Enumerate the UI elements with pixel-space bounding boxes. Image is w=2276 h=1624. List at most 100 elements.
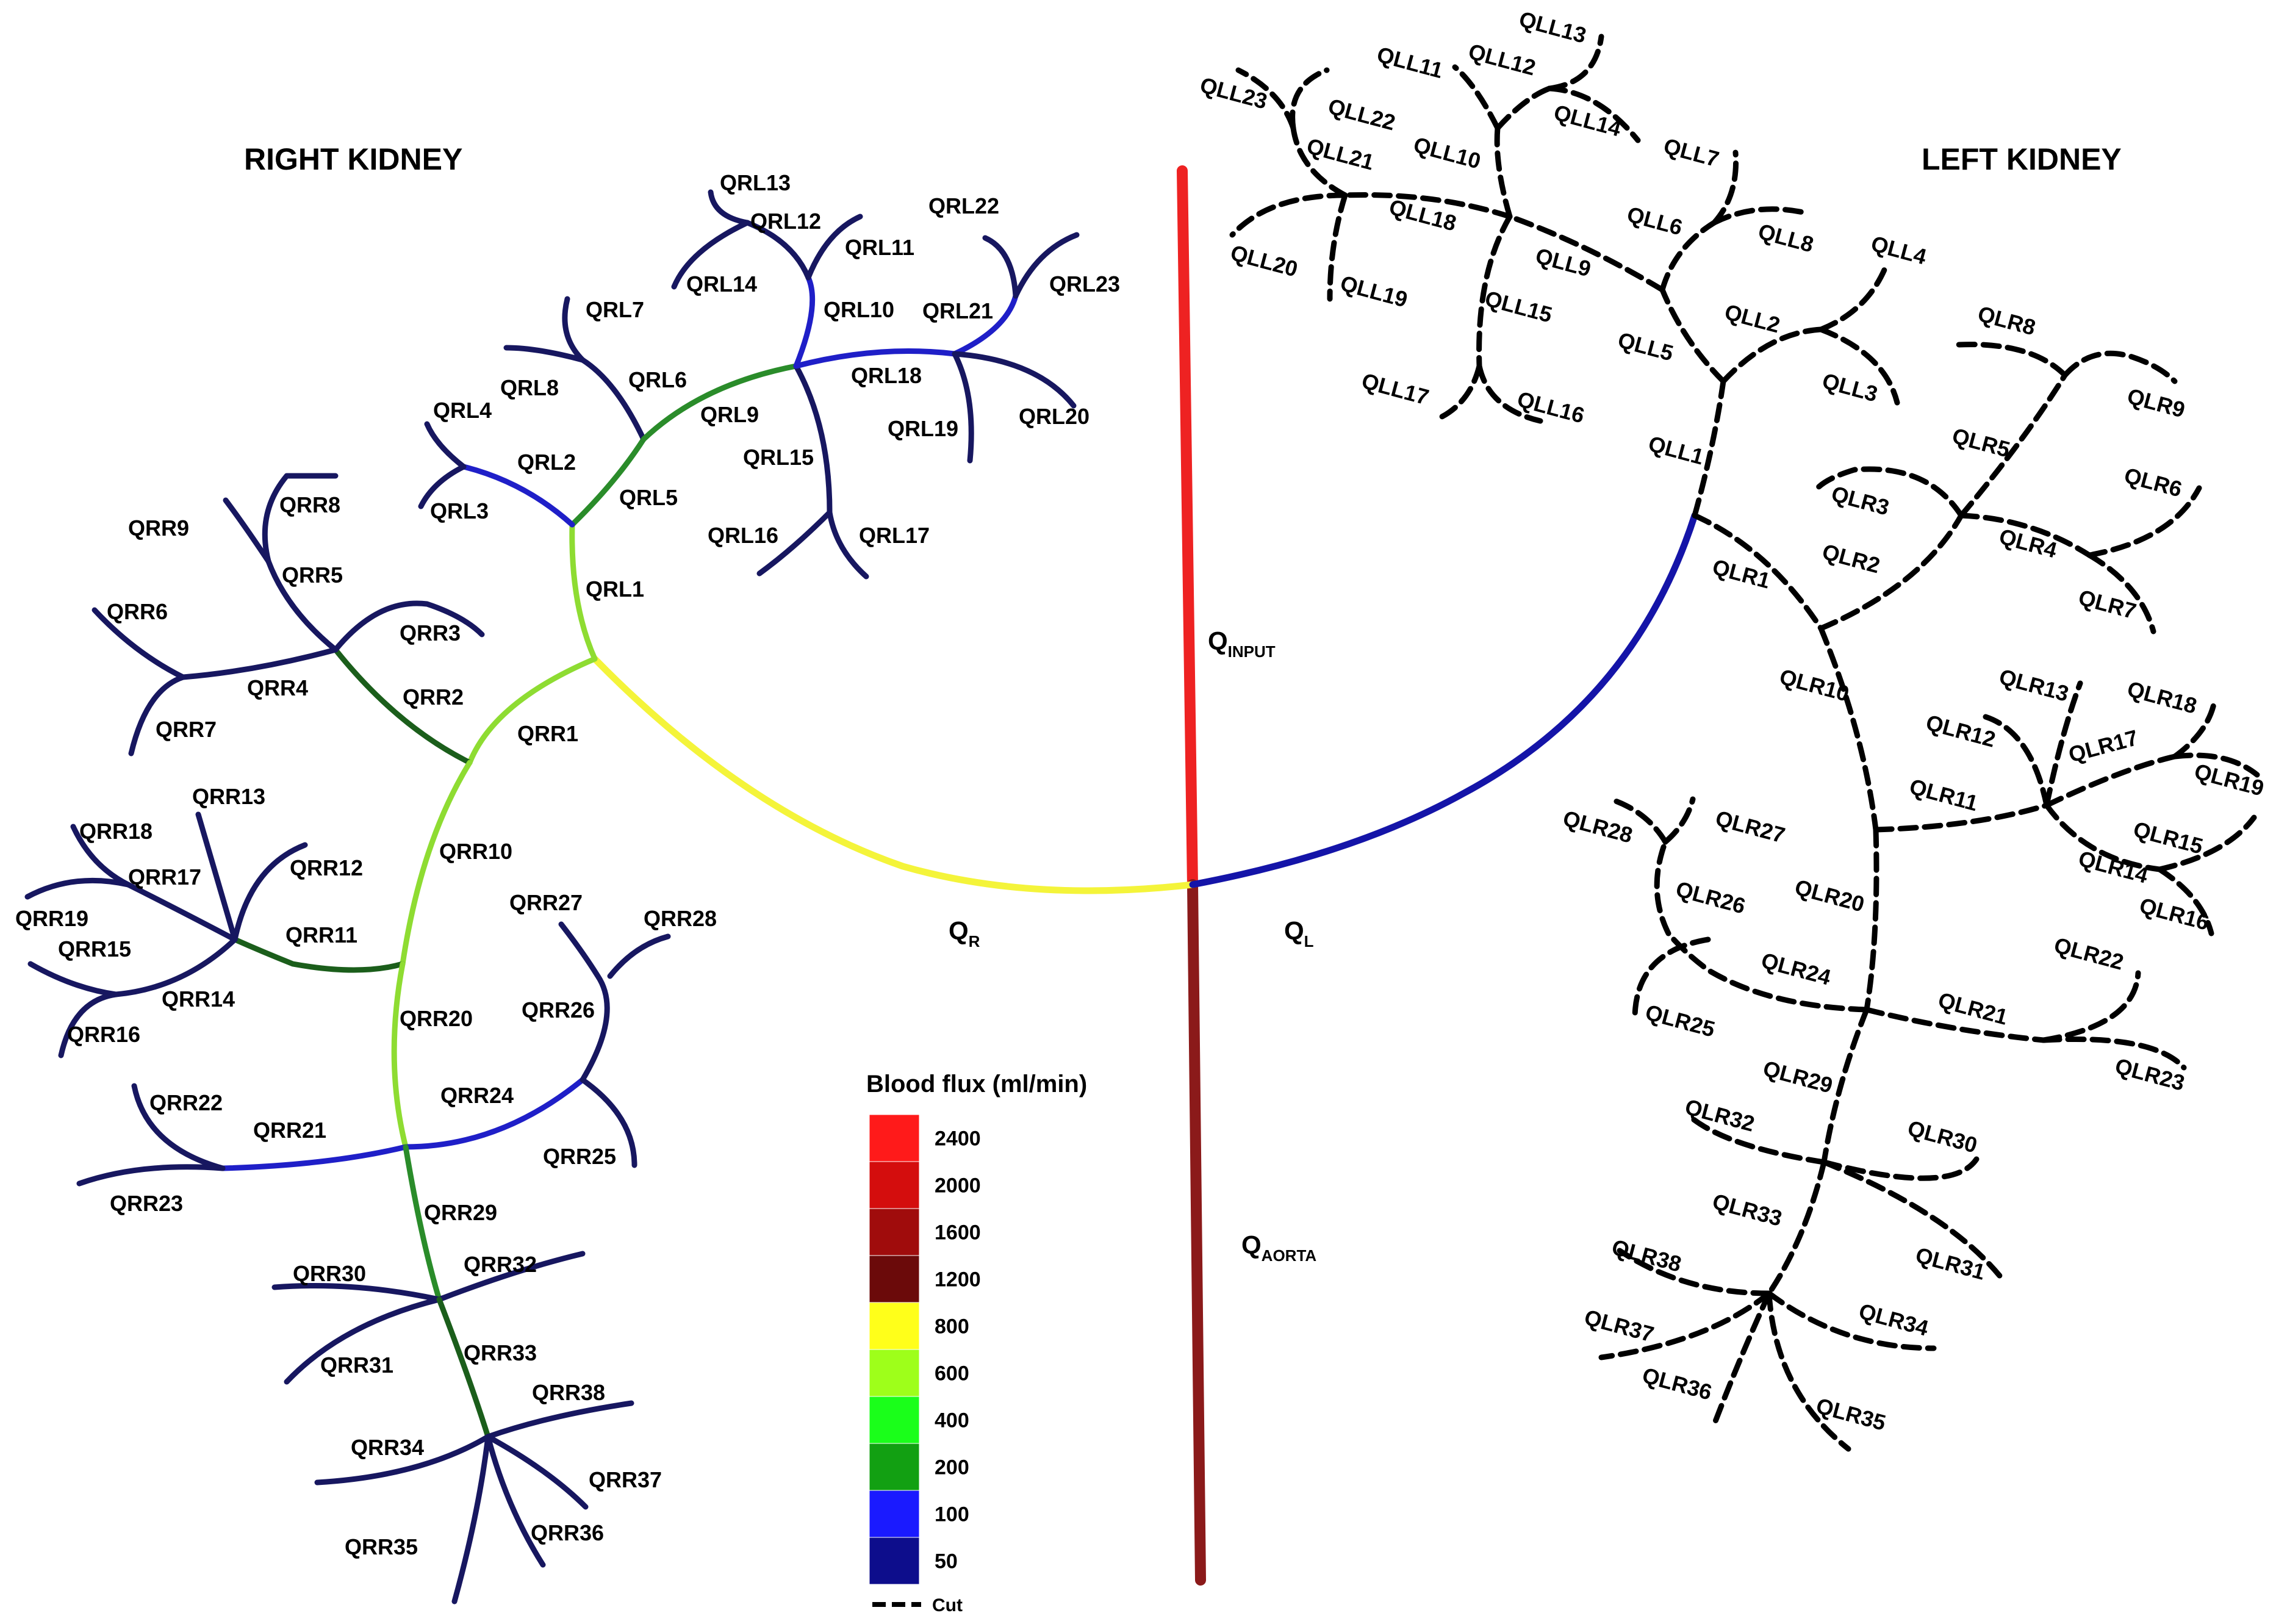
label-qrr15: QRR15 — [58, 936, 131, 961]
vessel-qlr21 — [1864, 1007, 2047, 1043]
legend-swatch-50 — [869, 1537, 920, 1585]
label-qrr37: QRR37 — [589, 1467, 662, 1492]
vessel-qrl13 — [708, 189, 750, 226]
input-vessel — [1177, 165, 1198, 890]
vessel-qlr36 — [1711, 1290, 1772, 1428]
legend-swatch-800 — [869, 1302, 920, 1350]
label-qlr19: QLR19 — [2192, 758, 2267, 801]
label-qrr17: QRR17 — [128, 864, 201, 889]
label-qlr5: QLR5 — [1950, 423, 2012, 462]
right-upper-labels: QRL1 QRL5 QRL2 QRL3 QRL4 QRL8 QRL7 QRL6 … — [430, 170, 1120, 602]
legend-swatch-600 — [869, 1349, 920, 1397]
label-qlr25: QLR25 — [1643, 999, 1718, 1042]
vessel-qrr20 — [391, 961, 409, 1150]
vessel-qll10 — [1494, 125, 1513, 220]
label-qlr14: QLR14 — [2076, 846, 2151, 888]
label-qlr33: QLR33 — [1710, 1188, 1785, 1231]
label-qrl8: QRL8 — [500, 375, 559, 400]
label-qrl21: QRL21 — [922, 298, 993, 323]
label-qll6: QLL6 — [1624, 201, 1685, 240]
vessel-qrr23 — [76, 1164, 226, 1187]
label-qlr16: QLR16 — [2137, 893, 2212, 935]
legend-value-50: 50 — [935, 1550, 958, 1573]
aorta-vessel — [1187, 879, 1206, 1586]
vessel-qrr21 — [220, 1144, 409, 1171]
label-qrr29: QRR29 — [424, 1200, 497, 1225]
label-qrr34: QRR34 — [351, 1435, 424, 1460]
label-qrr8: QRR8 — [279, 492, 340, 517]
label-qrr9: QRR9 — [128, 516, 189, 541]
vessel-qrr19 — [24, 877, 131, 900]
vessel-qrr18 — [70, 824, 131, 888]
label-qll1: QLL1 — [1646, 431, 1706, 469]
vessel-qrr13 — [195, 811, 238, 943]
legend-value-200: 200 — [935, 1456, 969, 1479]
legend-cut-label: Cut — [932, 1595, 963, 1615]
label-qlr26: QLR26 — [1673, 876, 1748, 919]
vessel-qll3 — [1818, 326, 1900, 406]
left-kidney-upper-tree — [1229, 34, 1900, 519]
label-qll22: QLL22 — [1326, 93, 1398, 135]
label-qrr10: QRR10 — [439, 839, 512, 864]
label-qrr6: QRR6 — [107, 599, 168, 624]
vessel-qrr16 — [58, 991, 119, 1058]
label-qrr22: QRR22 — [149, 1090, 223, 1115]
label-qlr20: QLR20 — [1792, 874, 1867, 917]
vessel-qlr23 — [2041, 1037, 2187, 1071]
legend-value-600: 600 — [935, 1362, 969, 1385]
label-qll5: QLL5 — [1615, 327, 1676, 365]
vessel-qlr4 — [1958, 512, 2092, 558]
vessel-qrl18 — [793, 348, 958, 369]
vessel-qll21 — [1290, 125, 1348, 198]
vessel-qll23 — [1235, 67, 1296, 131]
legend-swatch-100 — [869, 1490, 920, 1538]
label-qrl12: QRL12 — [750, 209, 821, 234]
label-qrl22: QRL22 — [928, 193, 999, 218]
label-qrl7: QRL7 — [586, 297, 644, 322]
main-trunk — [591, 165, 1698, 1586]
label-qlr27: QLR27 — [1713, 805, 1788, 848]
vessel-qrl4 — [424, 421, 467, 470]
q-input-label: QINPUT — [1208, 627, 1276, 661]
label-qll7: QLL7 — [1661, 133, 1721, 171]
left-kidney-lower-tree — [1598, 342, 2260, 1452]
vessel-qrr17 — [125, 882, 238, 943]
vessel-qll9 — [1507, 214, 1665, 293]
label-qlr34: QLR34 — [1856, 1298, 1931, 1341]
q-r-label: QR — [949, 916, 980, 950]
legend-value-100: 100 — [935, 1503, 969, 1526]
vessel-qlr34 — [1766, 1290, 1937, 1351]
vessel-qll2 — [1720, 326, 1824, 384]
vessel-qrl21 — [952, 293, 1019, 357]
vessel-qrr12 — [232, 842, 308, 943]
right-kidney-lower-tree — [24, 473, 671, 1604]
label-qrr26: QRR26 — [522, 997, 595, 1022]
legend: Blood flux (ml/min) 24002000160012008006… — [866, 1071, 1087, 1615]
label-qrr32: QRR32 — [464, 1252, 537, 1277]
vessel-qlr7 — [2086, 552, 2156, 634]
vessel-qrr11 — [232, 936, 406, 973]
right-kidney-title: RIGHT KIDNEY — [244, 142, 462, 176]
vessel-qrl2 — [461, 464, 575, 528]
label-qrl10: QRL10 — [824, 297, 894, 322]
vessel-qlr18 — [2172, 699, 2217, 760]
label-qlr9: QLR9 — [2125, 383, 2188, 422]
label-qll16: QLL16 — [1515, 386, 1587, 428]
label-qll21: QLL21 — [1304, 133, 1377, 175]
vessel-qrr3 — [332, 600, 485, 653]
vessel-qll8 — [1711, 206, 1812, 226]
vessel-qrr9 — [223, 497, 271, 564]
vessel-qrr24 — [403, 1077, 586, 1150]
label-qrl17: QRL17 — [859, 523, 930, 548]
vessel-qlr28 — [1607, 796, 1668, 845]
vessel-qrl23 — [1013, 232, 1080, 299]
label-qrl18: QRL18 — [851, 363, 922, 388]
vessel-qrl9 — [641, 363, 799, 442]
vessel-qrl5 — [569, 436, 647, 528]
q-aorta-label: QAORTA — [1241, 1231, 1316, 1265]
label-qrr33: QRR33 — [464, 1340, 537, 1365]
label-qlr21: QLR21 — [1936, 987, 2011, 1030]
label-qlr37: QLR37 — [1582, 1304, 1657, 1347]
vessel-qrl1 — [569, 522, 598, 662]
